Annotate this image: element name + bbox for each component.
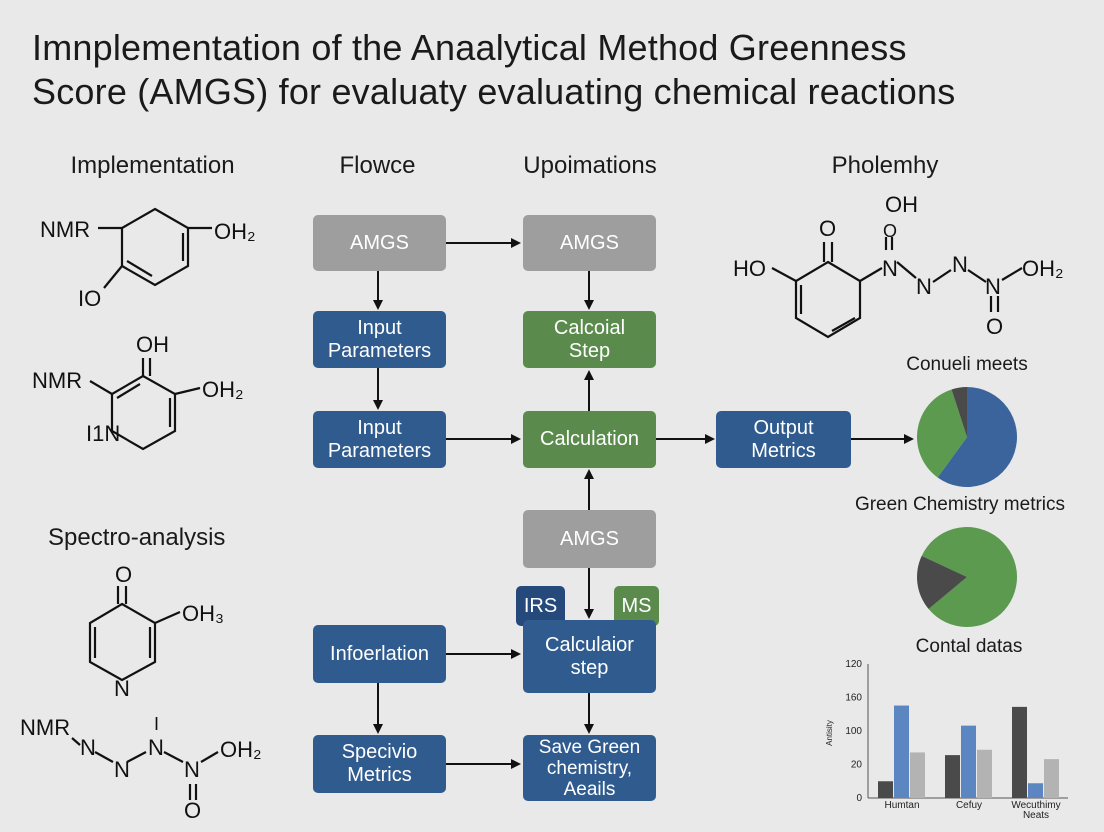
amgs-box-2: AMGS: [523, 215, 656, 271]
column-header-pholemhy: Pholemhy: [831, 152, 939, 179]
bar-1-2: [894, 705, 909, 798]
m1-oh2-label: OH₂: [214, 219, 256, 244]
pie-2-label: Green Chemistry metrics: [854, 494, 1066, 515]
m1-nmr-label: NMR: [40, 217, 90, 242]
save-green-chemistry-box: Save Green chemistry, Aeails: [523, 735, 656, 801]
m2-n-label: I1N: [86, 421, 120, 446]
y-tick-label: 100: [845, 726, 862, 737]
m5-o-eq-label: O: [883, 221, 897, 241]
m5-oh-label: OH: [885, 192, 918, 217]
y-axis-label: Antisity: [825, 720, 834, 746]
m5-n2-label: N: [916, 274, 932, 299]
m5-n3-label: N: [952, 252, 968, 277]
m5-ho-label: HO: [733, 256, 766, 281]
pie-chart-1: [917, 387, 1017, 487]
ms-badge: MS: [614, 586, 659, 626]
m5-o-top-label: O: [819, 216, 836, 241]
molecule-5: [771, 237, 1023, 339]
bar-2-2: [961, 725, 976, 798]
bar-3-3: [1044, 759, 1059, 798]
molecule-4: [71, 737, 219, 800]
calculation-box: Calculation: [523, 411, 656, 468]
m4-o-label: O: [184, 798, 201, 823]
pie-slice-2: [917, 389, 967, 478]
molecule-2: [89, 358, 201, 451]
y-tick-label: 20: [851, 760, 863, 771]
spectro-analysis-label: Spectro-analysis: [48, 524, 226, 551]
input-parameters-box-2: Input Parameters: [313, 411, 446, 468]
title-line-2: Score (AMGS) for evaluaty evaluating che…: [32, 71, 956, 112]
pie-chart-2: [917, 527, 1017, 627]
amgs-box-3: AMGS: [523, 510, 656, 568]
y-tick-label: 160: [845, 693, 862, 704]
bar-1-1: [878, 781, 893, 798]
m4-n3-label: N: [148, 735, 164, 760]
m3-n-label: N: [114, 676, 130, 701]
input-parameters-box-1: Input Parameters: [313, 311, 446, 368]
m3-o-label: O: [115, 562, 132, 587]
pie-slice-3: [951, 387, 967, 437]
m2-nmr-label: NMR: [32, 368, 82, 393]
y-tick-label: 120: [845, 659, 862, 670]
molecule-3: [88, 586, 181, 682]
bar-chart-label: Contal datas: [915, 636, 1023, 657]
m4-tick-label: I: [154, 714, 159, 734]
output-metrics-box: Output Metrics: [716, 411, 851, 468]
pie-slice-1: [921, 527, 1017, 627]
bar-3-2: [1028, 783, 1043, 798]
bar-2-1: [945, 755, 960, 798]
infoerlation-box: Infoerlation: [313, 625, 446, 683]
x-tick-label: Wecuthimy: [1011, 800, 1060, 811]
m4-nmr-label: NMR: [20, 715, 70, 740]
m4-oh2-label: OH₂: [220, 737, 262, 762]
m2-oh-label: OH: [136, 332, 169, 357]
x-tick-label: Humtan: [884, 800, 919, 811]
pie-1-label: Conueli meets: [906, 354, 1028, 375]
bar-3-1: [1012, 706, 1027, 798]
title-line-1: Imnplementation of the Anaalytical Metho…: [32, 27, 907, 68]
calculation-step-box-1: Calcoial Step: [523, 311, 656, 368]
amgs-box-1: AMGS: [313, 215, 446, 271]
calculation-step-box-2: Calculaior step: [523, 620, 656, 693]
pie-slice-2: [917, 555, 967, 610]
irs-badge: IRS: [516, 586, 565, 626]
m5-oh2-label: OH₂: [1022, 256, 1064, 281]
x-tick-label: Neats: [1023, 810, 1049, 821]
m5-n1-label: N: [882, 256, 898, 281]
m4-n2-label: N: [114, 757, 130, 782]
y-tick-label: 0: [856, 793, 862, 804]
molecule-1: [98, 207, 212, 289]
bar-2-3: [977, 749, 992, 798]
m1-io-label: IO: [78, 286, 101, 311]
m2-oh2-label: OH₂: [202, 377, 244, 402]
m5-o-bottom-label: O: [986, 314, 1003, 339]
column-header-flowce: Flowce: [339, 152, 416, 179]
column-header-upoimations: Upoimations: [523, 152, 657, 179]
m3-oh3-label: OH₃: [182, 601, 224, 626]
column-header-implementation: Implementation: [70, 152, 235, 179]
bar-1-3: [910, 752, 925, 798]
x-tick-label: Cefuy: [956, 800, 982, 811]
specific-metrics-box: Specivio Metrics: [313, 735, 446, 793]
m5-n4-label: N: [985, 274, 1001, 299]
pie-slice-1: [937, 387, 1017, 487]
m4-n4-label: N: [184, 757, 200, 782]
diagram-title: Imnplementation of the Anaalytical Metho…: [32, 26, 1092, 114]
m4-n1-label: N: [80, 735, 96, 760]
